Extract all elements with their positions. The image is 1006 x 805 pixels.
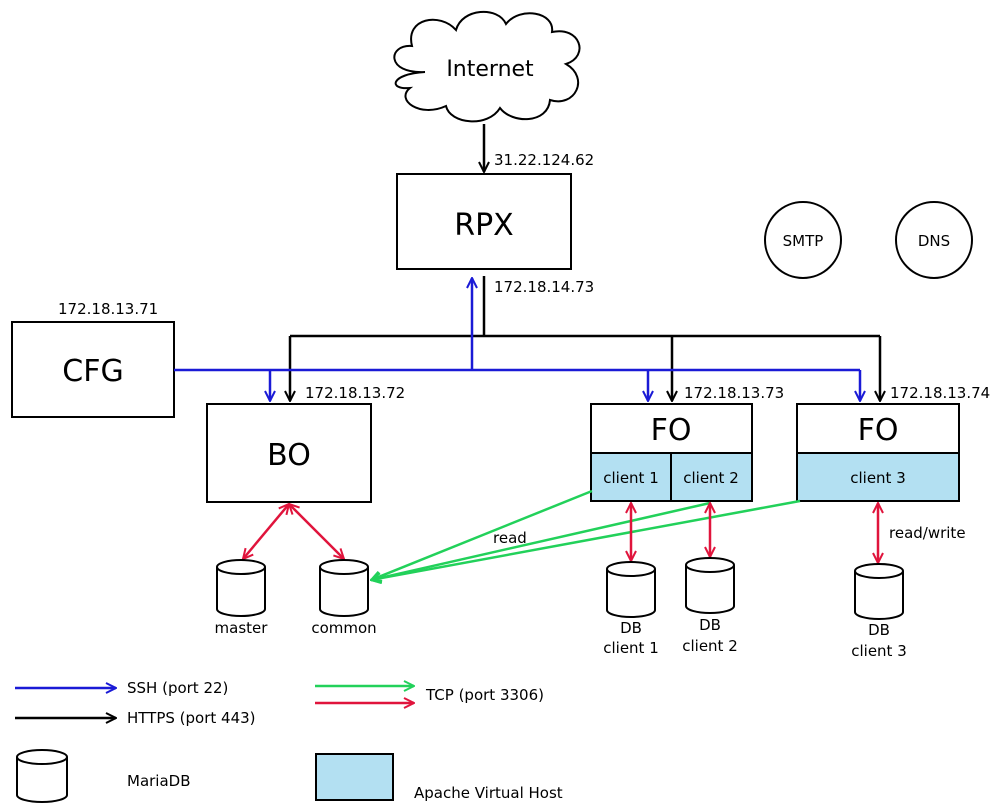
- vhost-client3: [796, 452, 960, 502]
- db-client1: DB client 1: [603, 561, 659, 657]
- dns-label: DNS: [918, 232, 950, 250]
- fo1-node: FO client 1 client 2: [590, 403, 753, 502]
- fo2-node: FO client 3: [796, 403, 960, 502]
- database-icon: [216, 567, 266, 617]
- database-icon: [16, 757, 68, 803]
- legend-ssh-label: SSH (port 22): [127, 679, 228, 697]
- legend-ssh: SSH (port 22): [15, 679, 228, 697]
- legend-https: HTTPS (port 443): [15, 709, 256, 727]
- tcp-readwrite-connections: [243, 503, 878, 563]
- database-icon: [606, 569, 656, 618]
- smtp-node: SMTP: [764, 201, 842, 279]
- vhost-client3-label: client 3: [850, 469, 906, 487]
- ip-rpx-internal: 172.18.14.73: [494, 278, 594, 296]
- read-label: read: [493, 529, 527, 547]
- internet-node: Internet: [393, 10, 581, 123]
- vhost-client2: [670, 452, 753, 502]
- db-client2: DB client 2: [682, 557, 738, 655]
- ip-fo1: 172.18.13.73: [684, 384, 784, 402]
- ssh-connections: [174, 278, 860, 401]
- ip-public: 31.22.124.62: [494, 151, 594, 169]
- legend-mariadb: MariaDB: [16, 749, 191, 803]
- vhost-client1-label: client 1: [603, 469, 659, 487]
- legend-vhost: Apache Virtual Host: [315, 753, 563, 802]
- legend-tcp: TCP (port 3306): [315, 686, 544, 704]
- cfg-node: CFG: [11, 321, 175, 418]
- vhost-client1: [590, 452, 672, 502]
- https-connections: [290, 276, 880, 401]
- cloud-icon: [393, 10, 581, 123]
- db-client2-label-1: DB: [699, 616, 721, 634]
- tcp-read-connections: [371, 489, 801, 580]
- fo2-label: FO: [858, 413, 899, 448]
- db-client3-label-1: DB: [868, 621, 890, 639]
- rpx-box: [396, 173, 572, 270]
- legend-mariadb-label: MariaDB: [127, 772, 191, 790]
- db-client1-label-2: client 1: [603, 639, 659, 657]
- vhost-swatch: [315, 753, 394, 801]
- read-write-label: read/write: [889, 524, 966, 542]
- dns-circle: [895, 201, 973, 279]
- bo-label: BO: [267, 438, 311, 473]
- legend-vhost-label: Apache Virtual Host: [414, 784, 563, 802]
- legend-tcp-label: TCP (port 3306): [425, 686, 544, 704]
- bo-box: [206, 403, 372, 503]
- db-client2-label-2: client 2: [682, 637, 738, 655]
- internet-label: Internet: [446, 57, 534, 82]
- db-client3-label-2: client 3: [851, 642, 907, 660]
- database-icon: [854, 571, 904, 620]
- ip-bo: 172.18.13.72: [305, 384, 405, 402]
- db-common-label: common: [311, 619, 376, 637]
- legend: SSH (port 22) HTTPS (port 443) TCP (port…: [15, 679, 563, 803]
- ip-fo2: 172.18.13.74: [890, 384, 990, 402]
- dns-node: DNS: [895, 201, 973, 279]
- db-client1-label-1: DB: [620, 619, 642, 637]
- db-master: master: [215, 559, 269, 637]
- db-common: common: [311, 559, 377, 637]
- bo-node: BO: [206, 403, 372, 503]
- smtp-label: SMTP: [783, 232, 824, 250]
- ip-cfg: 172.18.13.71: [58, 300, 158, 318]
- rpx-node: RPX: [396, 173, 572, 270]
- db-master-label: master: [215, 619, 269, 637]
- rpx-label: RPX: [454, 208, 514, 243]
- db-client3: DB client 3: [851, 563, 907, 660]
- vhost-client2-label: client 2: [683, 469, 739, 487]
- fo1-label: FO: [651, 413, 692, 448]
- database-icon: [319, 567, 369, 617]
- database-icon: [685, 565, 735, 614]
- legend-https-label: HTTPS (port 443): [127, 709, 256, 727]
- smtp-circle: [764, 201, 842, 279]
- cfg-label: CFG: [62, 354, 123, 389]
